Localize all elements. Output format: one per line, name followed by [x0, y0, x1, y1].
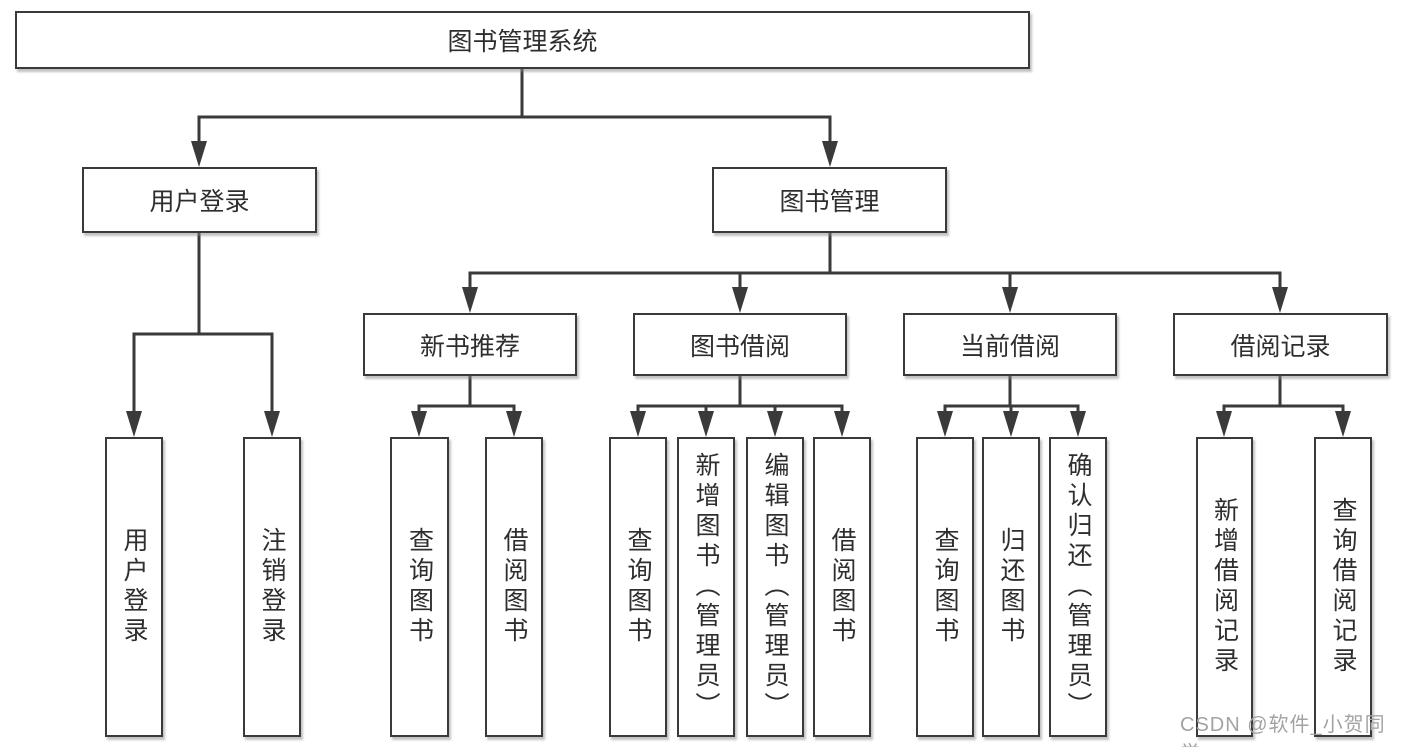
connector-current-borrowing-to-children	[937, 374, 1086, 437]
node-user-login: 用户登录	[82, 167, 317, 233]
leaf-query-borrow-record: 查询借阅记录	[1314, 437, 1372, 737]
leaf-user-login: 用户登录	[105, 437, 163, 737]
node-book-borrowing: 图书借阅	[633, 313, 847, 376]
node-book-management: 图书管理	[712, 167, 947, 233]
leaf-query-books-borrowing: 查询图书	[609, 437, 667, 737]
leaf-confirm-return-admin: 确认归还（管理员）	[1049, 437, 1107, 737]
leaf-add-borrow-record: 新增借阅记录	[1196, 437, 1253, 737]
leaf-add-books-admin: 新增图书（管理员）	[677, 437, 735, 737]
leaf-query-books-recommend: 查询图书	[390, 437, 449, 737]
node-borrowing-records: 借阅记录	[1173, 313, 1388, 376]
connector-new-book-to-children	[411, 374, 522, 437]
connector-book-management-to-level3	[462, 231, 1288, 313]
leaf-borrow-books: 借阅图书	[813, 437, 871, 737]
node-new-book-recommendation: 新书推荐	[363, 313, 577, 376]
connector-book-borrowing-to-children	[630, 374, 850, 437]
node-current-borrowing: 当前借阅	[903, 313, 1117, 376]
connector-borrowing-records-to-children	[1216, 374, 1351, 437]
leaf-logout: 注销登录	[243, 437, 301, 737]
leaf-query-books-current: 查询图书	[916, 437, 974, 737]
leaf-borrow-books-recommend: 借阅图书	[485, 437, 543, 737]
leaf-return-books: 归还图书	[982, 437, 1040, 737]
node-library-management-system: 图书管理系统	[15, 11, 1030, 69]
csdn-watermark: CSDN @软件_小贺同学	[1180, 714, 1386, 747]
connector-root-to-level2	[191, 67, 838, 167]
leaf-edit-books-admin: 编辑图书（管理员）	[746, 437, 804, 737]
connector-user-login-to-children	[126, 231, 280, 437]
